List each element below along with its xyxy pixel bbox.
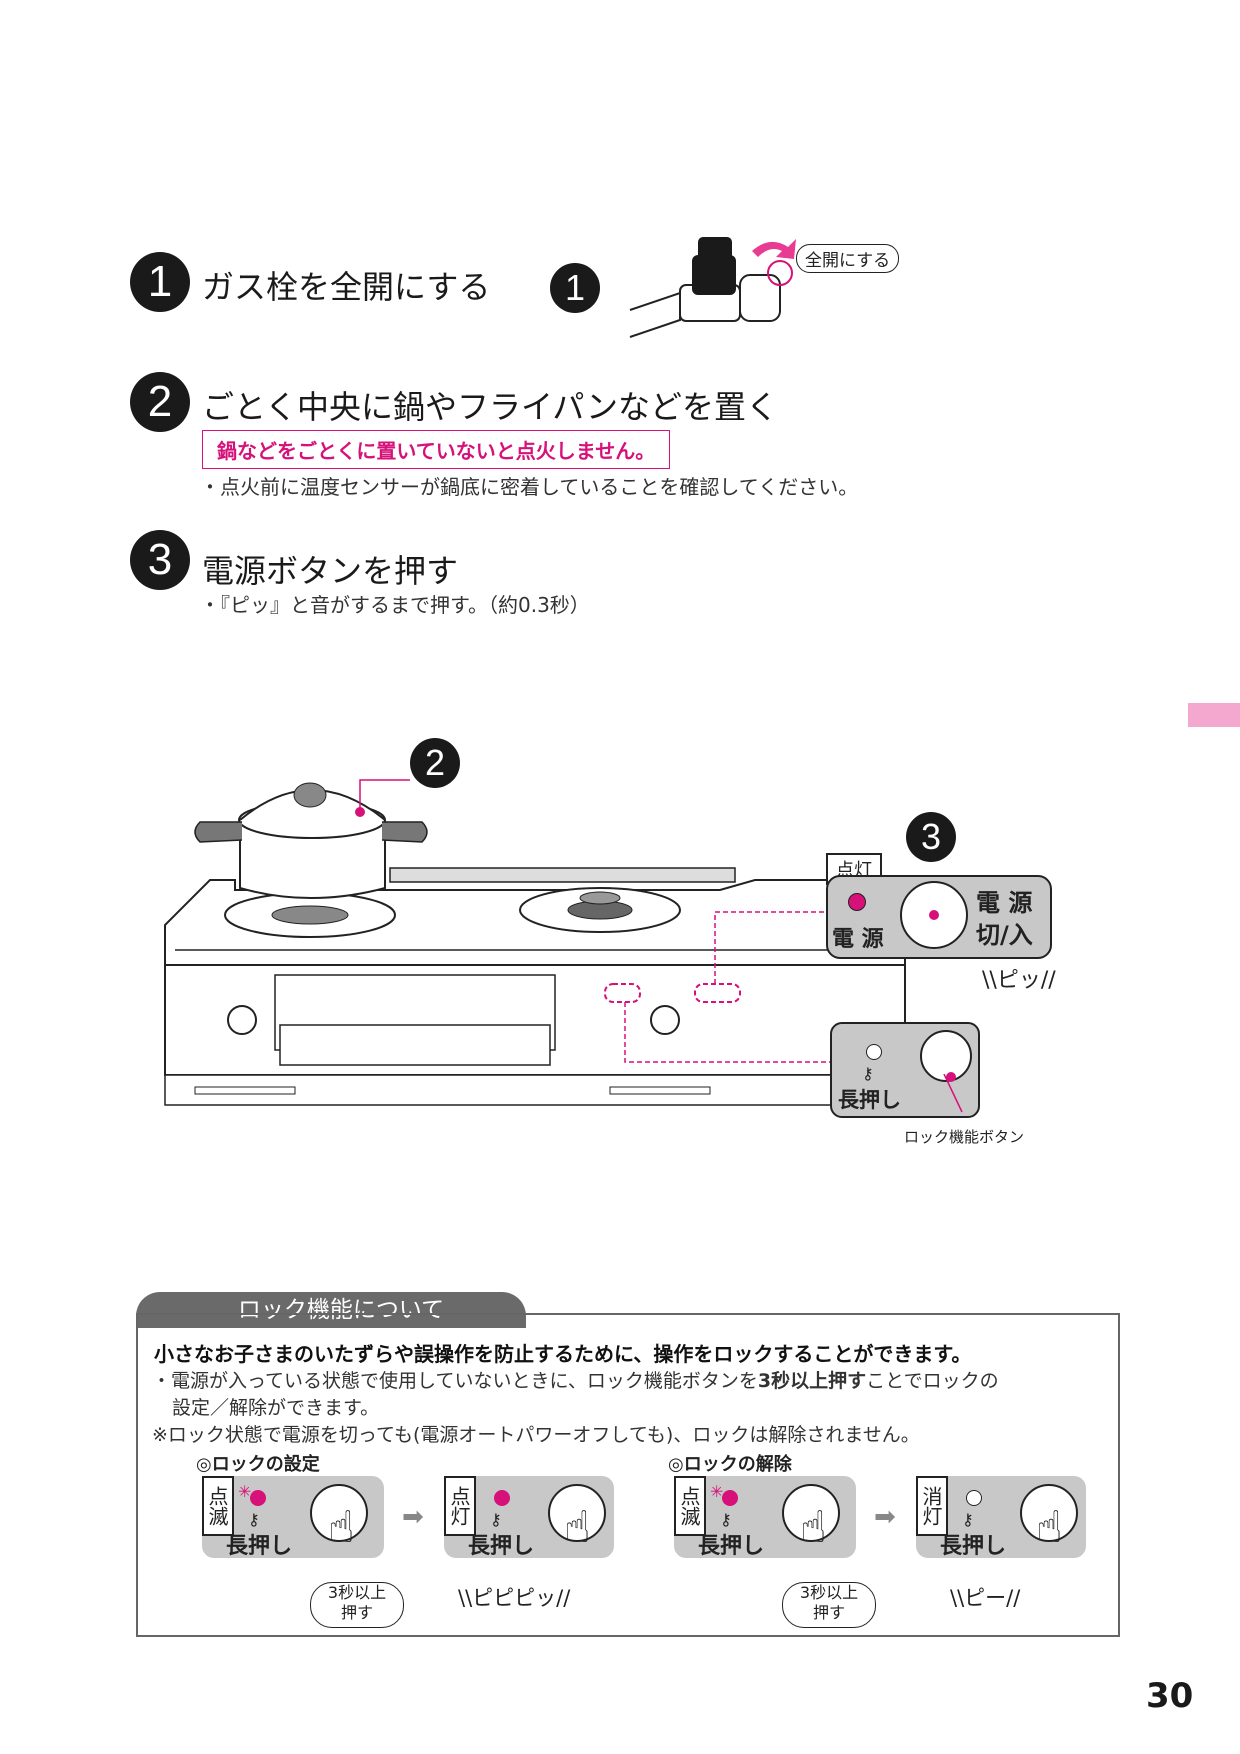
lock-bullet-suffix: ことでロックの bbox=[866, 1370, 999, 1392]
section-side-tab bbox=[1188, 703, 1240, 727]
lock-button[interactable] bbox=[310, 1484, 368, 1542]
sound-mark-left: \\ bbox=[458, 1586, 473, 1610]
duration-line-1: 3秒以上 bbox=[327, 1583, 387, 1602]
status-blink-label: 点滅 bbox=[674, 1476, 706, 1536]
duration-line-1: 3秒以上 bbox=[799, 1583, 859, 1602]
blinking-lamp-icon bbox=[250, 1490, 266, 1506]
lock-setting-heading: ◎ロックの設定 bbox=[196, 1454, 320, 1475]
arrow-right-icon: ➡ bbox=[874, 1502, 896, 1532]
power-lamp-label: 電 源 bbox=[832, 927, 884, 952]
beep-sound: \\ピッ// bbox=[982, 962, 1056, 994]
valve-callout: 全開にする bbox=[796, 244, 900, 273]
step-3-note: ・『ピッ』と音がするまで押す。（約0.3秒） bbox=[200, 593, 590, 617]
status-off-label: 消灯 bbox=[916, 1476, 948, 1536]
lock-release-after-panel: 消灯 ⚷ 長押し ☝ bbox=[916, 1476, 1086, 1559]
lock-remark: ※ロック状態で電源を切っても(電源オートパワーオフしても)、ロックは解除されませ… bbox=[152, 1424, 920, 1446]
step-2-title: ごとく中央に鍋やフライパンなどを置く bbox=[202, 388, 779, 426]
lock-control-panel: ⚷ 長押し bbox=[830, 1022, 980, 1118]
lock-set-sound-text: ピピピッ bbox=[472, 1586, 557, 1610]
power-control-panel: 電 源 電 源 切/入 bbox=[826, 875, 1052, 959]
power-button-label-1: 電 源 bbox=[976, 889, 1033, 917]
key-icon: ⚷ bbox=[720, 1510, 732, 1529]
gas-stove-illustration bbox=[164, 779, 906, 1106]
duration-badge: 3秒以上 押す bbox=[782, 1582, 876, 1628]
beep-text: ピッ bbox=[996, 968, 1041, 993]
pot-callout-number: 2 bbox=[410, 738, 460, 788]
power-callout-number: 3 bbox=[906, 812, 956, 862]
long-press-label: 長押し bbox=[226, 1534, 293, 1559]
lock-release-sound-text: ピー bbox=[964, 1586, 1007, 1610]
lock-lamp-icon bbox=[866, 1044, 882, 1060]
sound-mark-left: \\ bbox=[950, 1586, 965, 1610]
arrow-right-icon: ➡ bbox=[402, 1502, 424, 1532]
sound-mark-left: \\ bbox=[982, 968, 997, 993]
page-number: 30 bbox=[1146, 1676, 1194, 1716]
lock-setting-before-panel: 点滅 ✳ ⚷ 長押し ☝ bbox=[202, 1476, 384, 1559]
step-2-note: ・点火前に温度センサーが鍋底に密着していることを確認してください。 bbox=[200, 475, 859, 499]
lock-caption-leader bbox=[943, 1074, 963, 1113]
step-2-warning: 鍋などをごとくに置いていないと点火しません。 bbox=[202, 430, 671, 469]
left-burner bbox=[224, 892, 396, 938]
status-lit-label: 点灯 bbox=[444, 1476, 476, 1536]
duration-line-2: 押す bbox=[340, 1603, 373, 1622]
step-1-title: ガス栓を全開にする bbox=[202, 268, 491, 306]
status-blink-label: 点滅 bbox=[202, 1476, 234, 1536]
lit-lamp-icon bbox=[494, 1490, 510, 1506]
power-button[interactable] bbox=[900, 881, 968, 949]
pressing-hand-icon: ☝ bbox=[564, 1502, 591, 1553]
key-icon: ⚷ bbox=[490, 1510, 502, 1529]
lock-section-frame bbox=[136, 1313, 1120, 1637]
lock-release-before-panel: 点滅 ✳ ⚷ 長押し ☝ bbox=[674, 1476, 856, 1559]
lock-release-heading: ◎ロックの解除 bbox=[668, 1454, 792, 1475]
right-burner bbox=[519, 887, 681, 933]
lock-lead-text: 小さなお子さまのいたずらや誤操作を防止するために、操作をロックすることができます… bbox=[154, 1342, 972, 1366]
valve-step-number: 1 bbox=[550, 263, 600, 313]
lock-button[interactable] bbox=[782, 1484, 840, 1542]
sound-mark-right: // bbox=[1006, 1586, 1021, 1610]
lock-bullet-bold: 3秒以上押す bbox=[757, 1370, 867, 1392]
power-lamp-icon bbox=[848, 893, 866, 911]
key-icon: ⚷ bbox=[248, 1510, 260, 1529]
lock-bullet-line2: 設定／解除ができます。 bbox=[172, 1397, 380, 1419]
pot bbox=[194, 779, 428, 899]
blink-rays-icon: ✳ bbox=[710, 1482, 724, 1501]
step-3-title: 電源ボタンを押す bbox=[202, 552, 459, 590]
blinking-lamp-icon bbox=[722, 1490, 738, 1506]
power-button-label-2: 切/入 bbox=[976, 921, 1033, 949]
step-2-number: 2 bbox=[130, 372, 190, 432]
duration-line-2: 押す bbox=[812, 1603, 845, 1622]
lock-bullet-prefix: ・電源が入っている状態で使用していないときに、ロック機能ボタンを bbox=[152, 1370, 758, 1392]
pressing-hand-icon: ☝ bbox=[1036, 1502, 1063, 1553]
lock-button[interactable] bbox=[548, 1484, 606, 1542]
duration-badge: 3秒以上 押す bbox=[310, 1582, 404, 1628]
step-1-number: 1 bbox=[130, 252, 190, 312]
long-press-label: 長押し bbox=[468, 1534, 535, 1559]
key-icon: ⚷ bbox=[962, 1510, 974, 1529]
lock-bullet: ・電源が入っている状態で使用していないときに、ロック機能ボタンを3秒以上押すこと… bbox=[152, 1366, 999, 1393]
press-point-icon bbox=[929, 910, 939, 920]
lock-press-point bbox=[946, 1072, 956, 1082]
lock-release-sound: \\ピー// bbox=[950, 1582, 1020, 1612]
lock-setting-after-panel: 点灯 ⚷ 長押し ☝ bbox=[444, 1476, 614, 1559]
off-lamp-icon bbox=[966, 1490, 982, 1506]
lock-button-caption: ロック機能ボタン bbox=[904, 1128, 1025, 1146]
step-3-number: 3 bbox=[130, 530, 190, 590]
pressing-hand-icon: ☝ bbox=[328, 1502, 355, 1553]
sound-mark-right: // bbox=[556, 1586, 571, 1610]
key-icon: ⚷ bbox=[862, 1064, 874, 1083]
blink-rays-icon: ✳ bbox=[238, 1482, 252, 1501]
long-press-label: 長押し bbox=[698, 1534, 765, 1559]
lock-button[interactable] bbox=[1020, 1484, 1078, 1542]
long-press-label: 長押し bbox=[940, 1534, 1007, 1559]
long-press-label: 長押し bbox=[838, 1088, 901, 1112]
lock-section-header: ロック機能について bbox=[136, 1292, 526, 1328]
gas-valve-illustration bbox=[629, 237, 796, 338]
lock-set-sound: \\ピピピッ// bbox=[458, 1582, 570, 1612]
pressing-hand-icon: ☝ bbox=[800, 1502, 827, 1553]
sound-mark-right: // bbox=[1040, 968, 1056, 993]
